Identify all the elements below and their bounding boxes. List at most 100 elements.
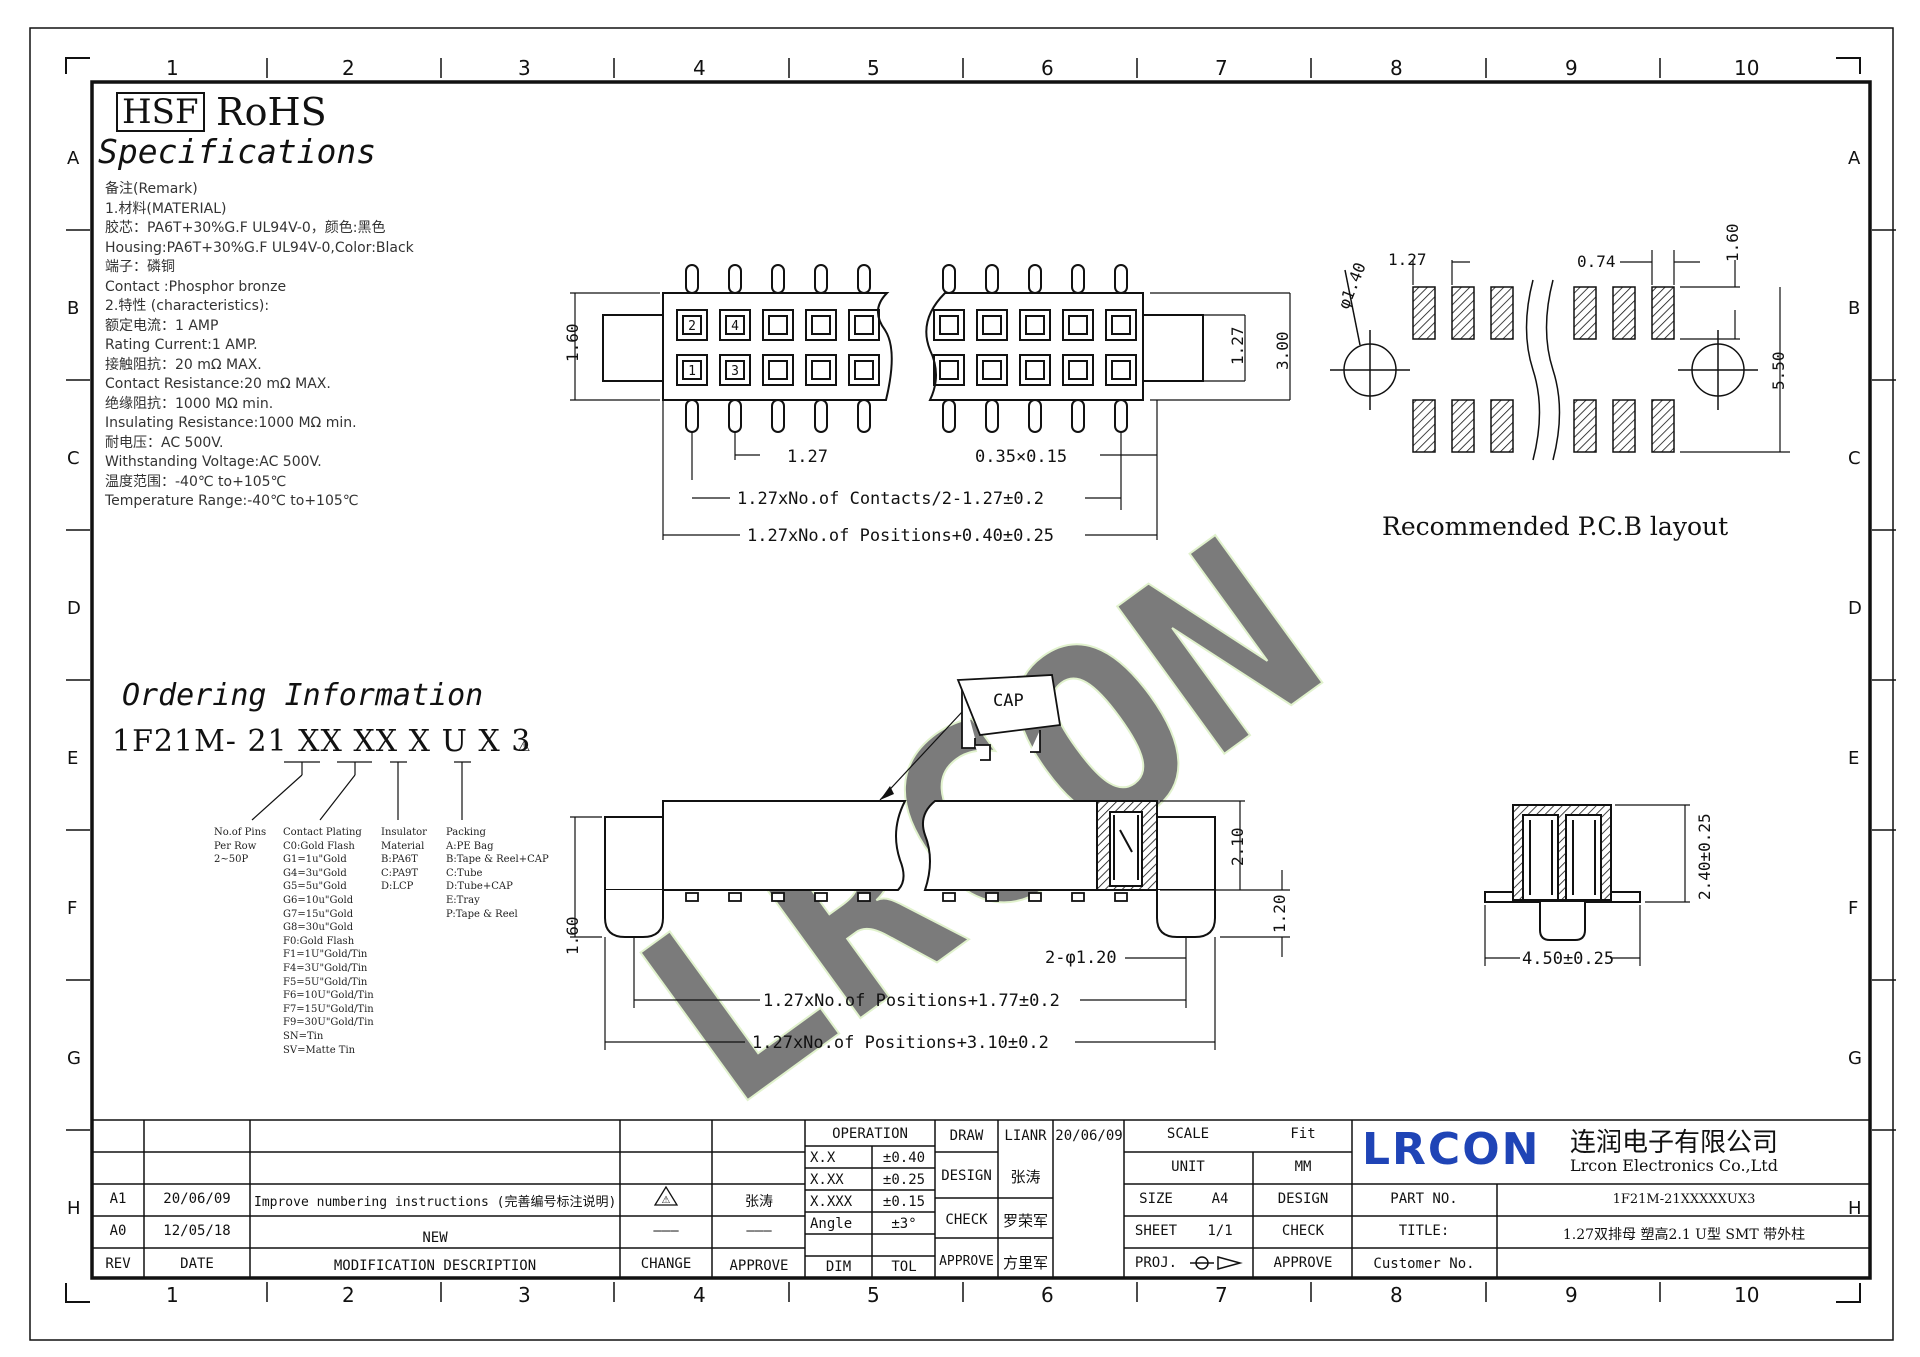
- spec-line: Withstanding Voltage:AC 500V.: [105, 454, 322, 470]
- side-dim-positions-310: 1.27xNo.of Positions+3.10±0.2: [752, 1033, 1049, 1053]
- zone-label: 2: [342, 1283, 355, 1307]
- rev-a0-desc: NEW: [422, 1230, 448, 1246]
- rev-header-date: DATE: [180, 1256, 214, 1272]
- ordering-item: Insulator: [381, 827, 427, 838]
- zone-row-label: H: [67, 1198, 81, 1219]
- operation-label: OPERATION: [832, 1126, 908, 1142]
- unit-value: MM: [1294, 1159, 1312, 1175]
- ordering-item: G4=3u"Gold: [283, 867, 347, 879]
- pin-number-1: 1: [688, 364, 696, 379]
- zone-row-label: G: [1848, 1048, 1862, 1069]
- part-no-value: 1F21M-21XXXXXUX3: [1612, 1192, 1756, 1207]
- side-dim-1-20: 1.20: [1270, 894, 1289, 933]
- ordering-item: E:Tray: [446, 894, 480, 906]
- dim-1-60: 1.60: [563, 323, 582, 362]
- tol-label: Angle: [810, 1216, 853, 1232]
- zone-label: 1: [166, 56, 179, 80]
- zone-label: 8: [1390, 1283, 1403, 1307]
- pcb-pads: [1412, 286, 1675, 453]
- zone-row-label: B: [67, 298, 80, 319]
- spec-line: Contact :Phosphor bronze: [105, 278, 287, 295]
- tol-label: X.XXX: [810, 1194, 853, 1210]
- zone-label: 1: [166, 1283, 179, 1307]
- rev-header-rev: REV: [105, 1256, 131, 1272]
- zone-row-label: C: [67, 448, 80, 469]
- spec-line: 温度范围：-40℃ to+105℃: [105, 473, 287, 490]
- ordering-item: F6=10U"Gold/Tin: [283, 990, 374, 1002]
- corner-mark: [65, 1283, 90, 1303]
- spec-line: Insulating Resistance:1000 MΩ min.: [105, 415, 357, 431]
- draw-name: LIANR: [1004, 1128, 1047, 1144]
- spec-line: 绝缘阻抗：1000 MΩ min.: [105, 395, 274, 412]
- company-name-en: Lrcon Electronics Co.,Ltd: [1570, 1156, 1778, 1175]
- zone-row-label: C: [1848, 448, 1861, 469]
- corner-mark: [65, 57, 90, 74]
- spec-line: 端子：磷铜: [105, 259, 175, 275]
- approve-name: 方里军: [1002, 1254, 1048, 1272]
- ordering-item: G1=1u"Gold: [283, 854, 347, 866]
- rohs-label: RoHS: [216, 90, 327, 134]
- pcb-dim-dia: φ1.40: [1334, 260, 1370, 312]
- dim-pitch: 1.27: [787, 447, 828, 467]
- side-dim-positions-177: 1.27xNo.of Positions+1.77±0.2: [763, 991, 1060, 1011]
- cap-leader: [879, 711, 963, 801]
- ordering-warning-icon: ⚠: [518, 732, 531, 756]
- rev-a1-change: ⚠: [661, 1191, 671, 1207]
- spec-line: 1.材料(MATERIAL): [105, 200, 227, 217]
- ordering-col-packing: Packing A:PE Bag B:Tape & Reel+CAP C:Tub…: [446, 826, 549, 921]
- ordering-leaders: [251, 761, 471, 821]
- rev-a1-desc: Improve numbering instructions (完善编号标注说明…: [254, 1195, 617, 1210]
- zone-label: 5: [867, 56, 880, 80]
- ordering-item: D:Tube+CAP: [446, 881, 513, 893]
- pcb-dim-1-60: 1.60: [1723, 223, 1742, 262]
- rev-a0-date: 12/05/18: [163, 1223, 231, 1239]
- ordering-item: Packing: [446, 827, 486, 838]
- tol-label: X.XX: [810, 1172, 844, 1188]
- pcb-dims: [1412, 250, 1790, 453]
- pcb-dim-0-74: 0.74: [1577, 252, 1616, 271]
- ordering-title: Ordering Information: [122, 678, 484, 713]
- size-value: A4: [1211, 1191, 1229, 1207]
- ordering-item: C0:Gold Flash: [283, 840, 355, 852]
- spec-line: Temperature Range:-40℃ to+105℃: [105, 493, 359, 509]
- rev-header-desc: MODIFICATION DESCRIPTION: [333, 1258, 537, 1274]
- zone-row-label: F: [1848, 898, 1859, 919]
- end-view-dims: [1484, 804, 1690, 966]
- scale-label: SCALE: [1166, 1126, 1210, 1142]
- side-dim-holes: 2-φ1.20: [1045, 948, 1117, 968]
- spec-line: 额定电流：1 AMP: [105, 317, 219, 334]
- end-dim-2-40: 2.40±0.25: [1695, 813, 1714, 900]
- zone-row-label: H: [1848, 1198, 1862, 1219]
- zone-row-label: D: [1848, 598, 1862, 619]
- ordering-item: 2~50P: [214, 854, 249, 866]
- ordering-item: B:Tape & Reel+CAP: [446, 854, 549, 866]
- ordering-item: F1=1U"Gold/Tin: [283, 949, 368, 961]
- side-view-dims: [570, 800, 1290, 1050]
- pcb-dim-5-50: 5.50: [1769, 351, 1788, 390]
- spec-line: 2.特性 (characteristics):: [105, 298, 270, 314]
- zone-label: 10: [1734, 1283, 1760, 1307]
- check2-label: CHECK: [1281, 1223, 1325, 1239]
- zone-label: 2: [342, 56, 355, 80]
- zone-label: 7: [1215, 1283, 1228, 1307]
- tol-label: X.X: [810, 1150, 836, 1166]
- dim-contacts: 1.27xNo.of Contacts/2-1.27±0.2: [737, 489, 1044, 509]
- dim-label: DIM: [825, 1259, 852, 1275]
- ordering-col-pins: No.of Pins Per Row 2~50P: [214, 826, 266, 867]
- ordering-item: A:PE Bag: [446, 840, 494, 852]
- corner-mark: [1836, 57, 1861, 74]
- zone-label: 4: [693, 1283, 706, 1307]
- draw-date: 20/06/09: [1055, 1128, 1123, 1144]
- ordering-col-plating: Contact Plating C0:Gold Flash G1=1u"Gold…: [283, 826, 374, 1057]
- inner-border: [90, 80, 1872, 1280]
- tol-value: ±0.25: [882, 1172, 926, 1188]
- zone-row-label: E: [67, 748, 79, 769]
- zone-label: 9: [1565, 1283, 1578, 1307]
- design-name: 张涛: [1010, 1168, 1041, 1186]
- dim-positions-040: 1.27xNo.of Positions+0.40±0.25: [747, 526, 1054, 546]
- size-label: SIZE: [1139, 1191, 1173, 1207]
- side-view-pins: [685, 892, 1128, 902]
- scale-value: Fit: [1290, 1126, 1316, 1142]
- approve-label: APPROVE: [939, 1254, 994, 1269]
- dim-3-00: 3.00: [1273, 331, 1292, 370]
